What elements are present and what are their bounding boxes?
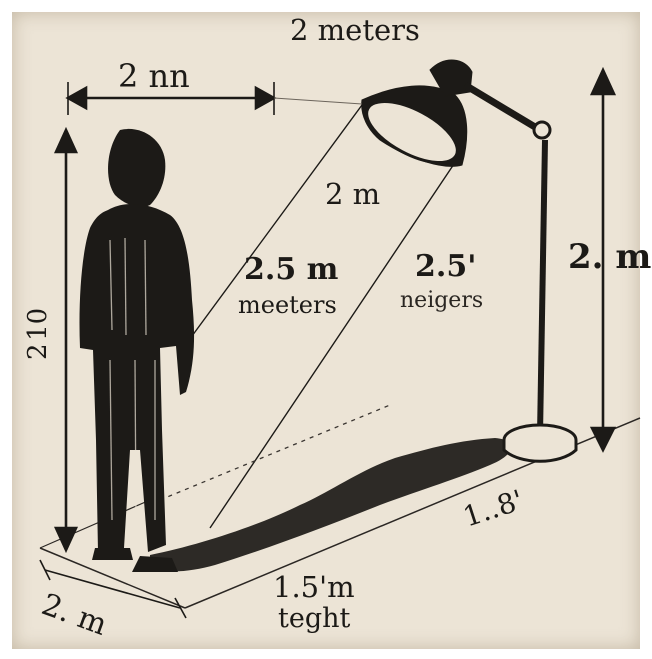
label-beam-left-value: 2.5 m: [244, 252, 339, 287]
label-bottom-unit: teght: [278, 603, 351, 634]
label-beam-upper: 2 m: [325, 177, 381, 211]
person-shadow: [150, 438, 512, 572]
person-shading: [109, 237, 156, 521]
ground-line-left: [39, 547, 186, 609]
ground-line-back: [39, 499, 151, 549]
label-beam-left-unit: meeters: [238, 291, 337, 319]
person-figure: [79, 128, 195, 572]
floor-lamp: [361, 59, 578, 463]
beam-dashed-line: [159, 404, 391, 501]
label-beam-right-value: 2.5': [415, 249, 477, 284]
label-lamp-height: 2. m: [568, 237, 652, 277]
label-bottom-value: 1.5'm: [273, 570, 355, 604]
light-beam-right: [209, 157, 459, 529]
label-beam-right-unit: neigers: [400, 288, 484, 313]
light-beam-left: [191, 104, 363, 337]
label-width-arrow: 2 nn: [118, 57, 190, 95]
label-top-meters: 2 meters: [290, 13, 420, 47]
dimension-arrows: [39, 66, 617, 619]
label-person-height: 2 10: [23, 307, 53, 360]
